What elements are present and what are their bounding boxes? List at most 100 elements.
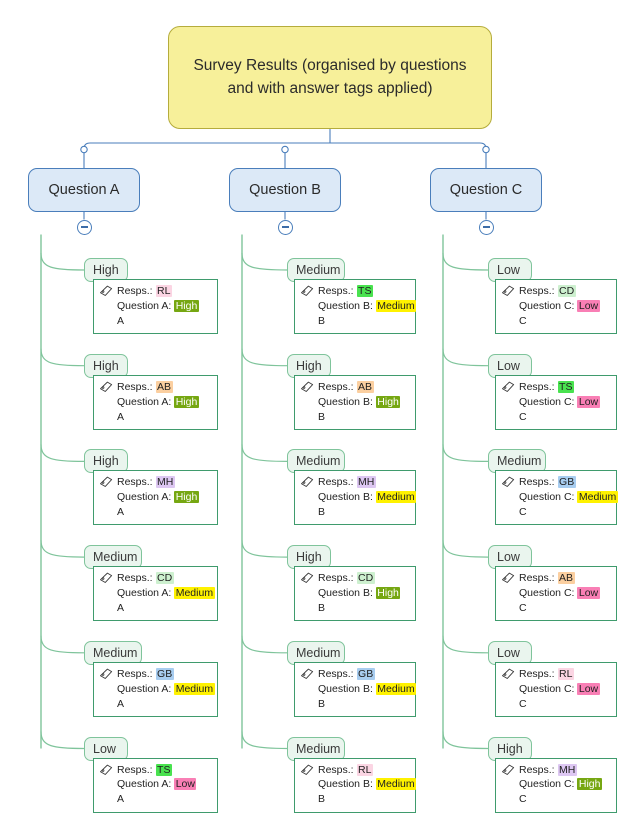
collapse-toggle-question-b[interactable] — [277, 219, 293, 235]
card-wrap-suffix: C — [519, 410, 527, 423]
card-question-label: Question B: — [318, 299, 373, 312]
card-question-line: Question B: High — [318, 586, 401, 601]
card-question-label: Question C: — [519, 395, 575, 408]
card-resps-line: Resps.: TS — [318, 284, 416, 299]
answer-tag-chip[interactable]: High — [84, 449, 128, 474]
card-question-line: Question C: Low — [519, 586, 600, 601]
card-resps-line: Resps.: TS — [117, 763, 196, 778]
card-wrap-suffix: A — [117, 697, 125, 710]
card-resps-value: RL — [356, 763, 373, 776]
card-resps-value: TS — [155, 763, 172, 776]
tag-icon — [300, 764, 314, 776]
answer-tag-chip[interactable]: Medium — [287, 640, 345, 665]
tag-icon — [300, 668, 314, 680]
card-question-line: Question C: Medium — [519, 490, 618, 505]
tag-icon — [300, 381, 314, 393]
card-answer-value: Medium — [174, 682, 215, 695]
card-question-label: Question A: — [117, 395, 172, 408]
card-question-line: Question B: Medium — [318, 299, 417, 314]
question-node-question-a[interactable]: Question A — [28, 168, 140, 212]
card-question-line: Question A: Medium — [117, 682, 215, 697]
card-answer-value: High — [174, 395, 199, 408]
card-answer-value: High — [577, 778, 602, 791]
card-resps-line: Resps.: CD — [519, 284, 600, 299]
answer-tag-chip[interactable]: Medium — [84, 640, 142, 665]
question-node-label: Question C — [449, 182, 523, 198]
card-answer-value: Medium — [375, 682, 417, 695]
answer-tag-chip[interactable]: High — [287, 353, 331, 378]
card-resps-value: CD — [356, 572, 375, 585]
answer-tag-chip[interactable]: Medium — [84, 545, 142, 570]
answer-tag-chip[interactable]: High — [84, 353, 128, 378]
tag-icon — [99, 572, 113, 584]
card-resps-label: Resps.: — [318, 476, 354, 489]
collapse-toggle-question-a[interactable] — [76, 219, 92, 235]
card-question-label: Question C: — [519, 682, 575, 695]
card-wrap-suffix: C — [519, 601, 527, 614]
card-resps-value: MH — [557, 763, 577, 776]
tag-icon — [501, 668, 515, 680]
card-resps-value: CD — [557, 285, 576, 297]
card-resps-line: Resps.: RL — [117, 284, 199, 299]
answer-tag-chip[interactable]: Medium — [287, 736, 345, 761]
root-node[interactable]: Survey Results (organised by questions a… — [168, 26, 492, 129]
card-question-label: Question A: — [117, 682, 172, 695]
answer-tag-chip[interactable]: Low — [488, 545, 532, 570]
question-node-question-b[interactable]: Question B — [229, 168, 341, 212]
question-node-question-c[interactable]: Question C — [430, 168, 542, 212]
tag-icon — [99, 668, 113, 680]
card-resps-value: GB — [155, 667, 174, 680]
card-question-line: Question C: Low — [519, 682, 600, 697]
answer-tag-label: Low — [497, 550, 520, 565]
question-node-label: Question B — [249, 182, 321, 198]
answer-tag-chip[interactable]: High — [84, 258, 128, 282]
card-wrap-suffix: B — [318, 314, 326, 327]
answer-tag-chip[interactable]: Low — [488, 353, 532, 378]
card-question-line: Question A: High — [117, 299, 199, 314]
card-question-label: Question B: — [318, 682, 373, 695]
card-resps-line: Resps.: GB — [318, 667, 416, 682]
answer-tag-label: Medium — [296, 263, 341, 277]
answer-tag-chip[interactable]: Low — [84, 736, 128, 761]
card-answer-value: High — [174, 491, 199, 504]
card-resps-label: Resps.: — [519, 763, 555, 776]
card-resps-label: Resps.: — [117, 285, 153, 297]
answer-tag-chip[interactable]: Medium — [287, 258, 345, 282]
card-wrap-suffix: A — [117, 506, 125, 519]
card-question-line: Question A: High — [117, 490, 199, 505]
card-resps-label: Resps.: — [519, 380, 555, 393]
card-question-label: Question A: — [117, 299, 172, 312]
card-wrap-suffix: C — [519, 697, 527, 710]
card-answer-value: Low — [577, 587, 600, 599]
answer-tag-chip[interactable]: Low — [488, 258, 532, 282]
answer-tag-chip[interactable]: High — [287, 545, 331, 570]
card-question-line: Question C: Low — [519, 395, 600, 410]
answer-tag-label: High — [497, 741, 523, 756]
card-answer-value: Low — [577, 299, 600, 312]
answer-tag-label: Low — [93, 741, 116, 756]
card-wrap-suffix: B — [318, 506, 326, 519]
card-question-line: Question B: Medium — [318, 777, 417, 792]
collapse-toggle-question-c[interactable] — [478, 219, 494, 235]
answer-tag-label: High — [296, 550, 322, 565]
tag-icon — [300, 285, 314, 297]
